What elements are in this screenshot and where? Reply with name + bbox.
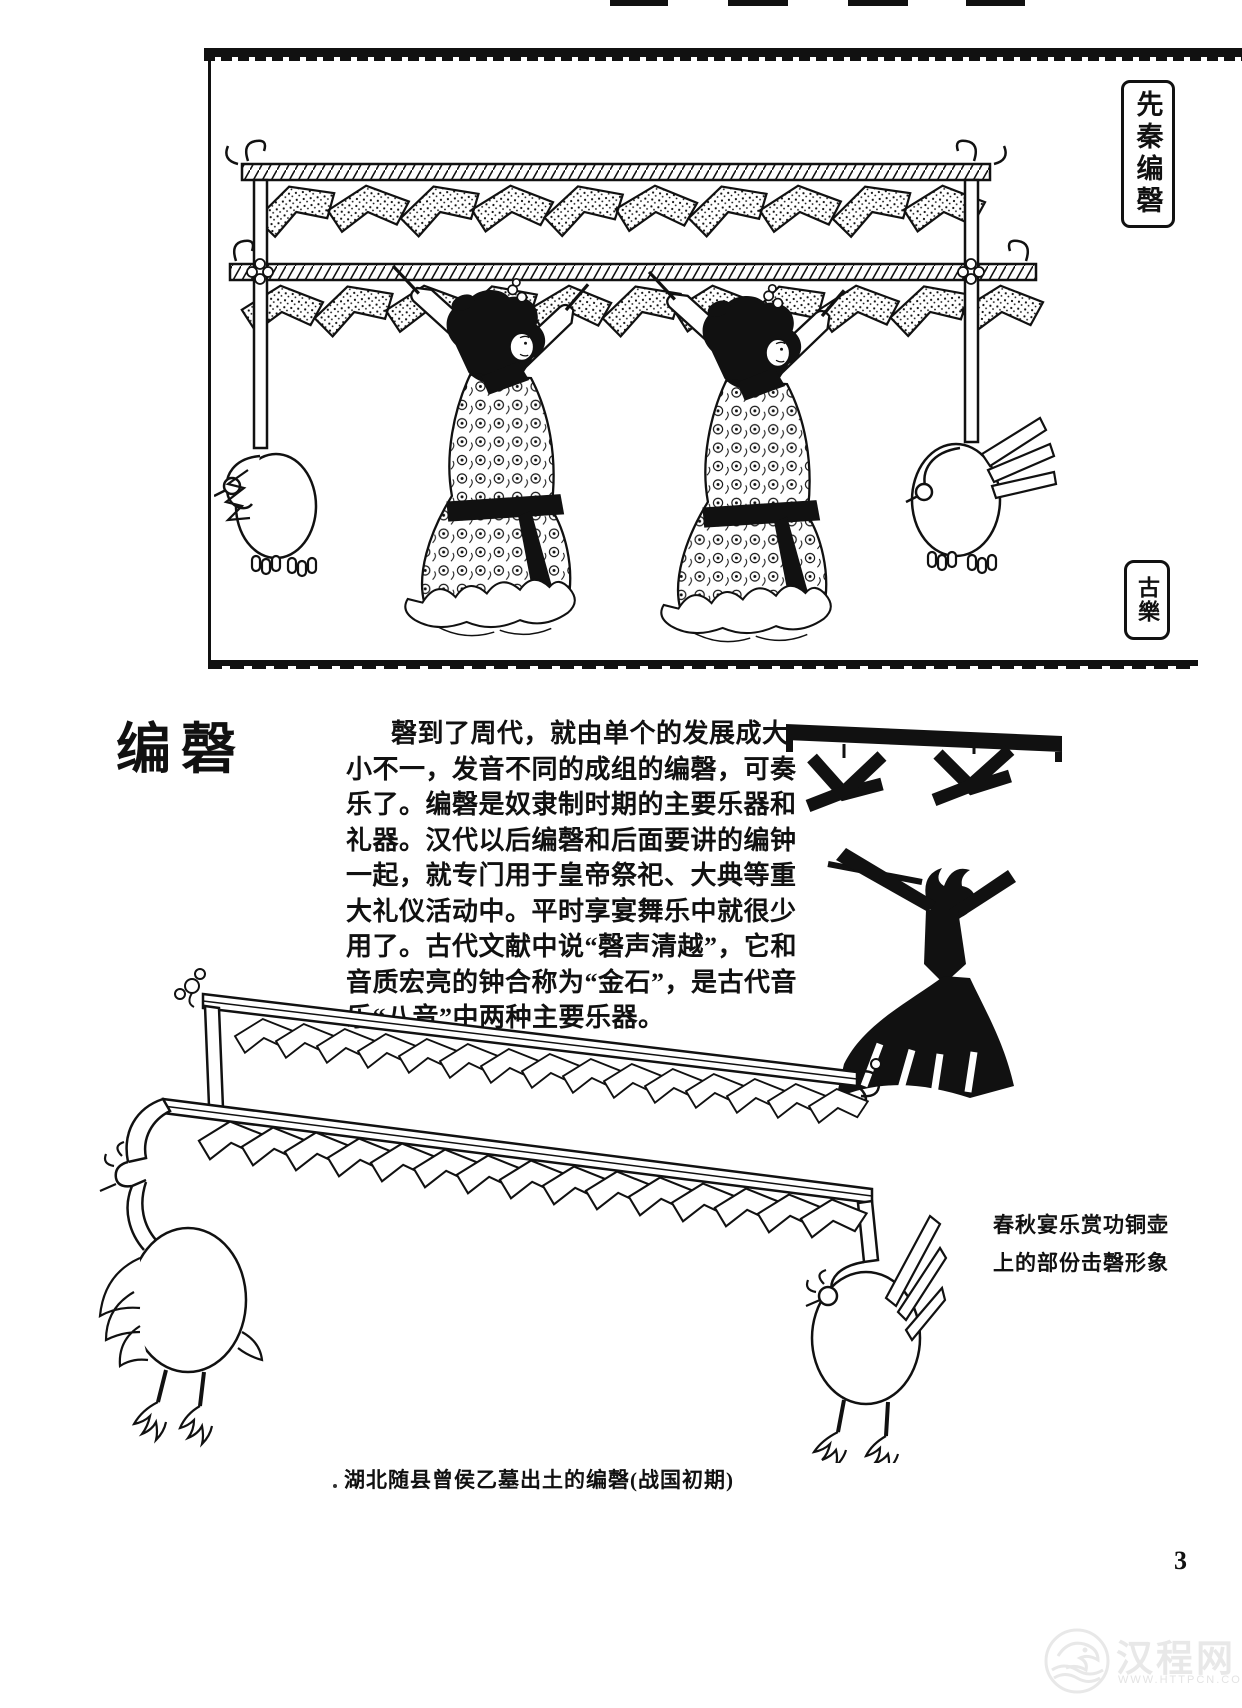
article-line: 音质宏亮的钟合称为“金石”，是古代音 [346, 967, 798, 997]
bronze-caption-line1: 春秋宴乐赏功铜壶 [993, 1213, 1169, 1237]
watermark-site-name: 汉程网 [1116, 1638, 1236, 1679]
ink-speck [333, 1484, 337, 1488]
seal-text: 古樂 [1135, 576, 1160, 624]
upper-chime-row [252, 180, 988, 240]
bronze-figure-caption: 春秋宴乐赏功铜壶 上的部份击磬形象 [993, 1206, 1169, 1282]
plate-title-box: 先秦编磬 [1121, 80, 1175, 228]
page-edge-fragment [728, 0, 788, 6]
musician-left [391, 264, 590, 638]
article-line: 乐了。编磬是奴隶制时期的主要乐器和 [346, 790, 797, 819]
excavated-bianqing-illustration [98, 968, 948, 1463]
collection-seal: 古樂 [1124, 560, 1170, 640]
watermark-logo-icon [1044, 1628, 1110, 1694]
page-number: 3 [1174, 1546, 1187, 1575]
plate-top-band [204, 48, 1242, 61]
excavated-figure-caption: 湖北随县曾侯乙墓出土的编磬(战国初期) [344, 1468, 734, 1492]
right-goose-stand [805, 1214, 948, 1463]
article-line: 用了。古代文献中说“磬声清越”，它和 [346, 932, 798, 961]
bronze-caption-line2: 上的部份击磬形象 [993, 1251, 1169, 1275]
page-edge-fragment [610, 0, 668, 6]
article-line: 礼器。汉代以后编磬和后面要讲的编钟 [346, 825, 797, 855]
plate-left-rule [208, 48, 211, 668]
section-heading: 编磬 [116, 719, 247, 780]
silhouette-chimes-right [931, 745, 1015, 807]
left-bird-stand [214, 178, 318, 578]
right-bird-stand [905, 178, 1058, 575]
upper-rail [225, 139, 1007, 182]
silhouette-chimes-left [805, 751, 887, 813]
musician-right [647, 270, 846, 644]
watermark: 汉程网 WWW.HTTPCN.COM [1032, 1616, 1242, 1702]
watermark-site-url: WWW.HTTPCN.COM [1118, 1674, 1242, 1686]
article-line: 小不一，发音不同的成组的编磬，可奏 [346, 754, 797, 784]
plate-bottom-rule [208, 660, 1198, 669]
article-line: 磬到了周代，就由单个的发展成大 [391, 719, 789, 748]
page-edge-fragment [848, 0, 908, 6]
upper-rail [174, 968, 882, 1110]
plate-title-text: 先秦编磬 [1132, 90, 1163, 218]
article-line: 大礼仪活动中。平时享宴舞乐中就很少 [346, 896, 797, 926]
musicians-chime-rack-illustration [214, 139, 1058, 644]
lower-rail [228, 239, 1038, 282]
lower-chime-row [238, 280, 1046, 340]
article-line: 一起，就专门用于皇帝祭祀、大典等重 [346, 861, 797, 890]
page-edge-fragment [966, 0, 1025, 6]
left-goose-stand [98, 1097, 264, 1448]
article-body: 磬到了周代，就由单个的发展成大 小不一，发音不同的成组的编磬，可奏 乐了。编磬是… [346, 716, 816, 1036]
